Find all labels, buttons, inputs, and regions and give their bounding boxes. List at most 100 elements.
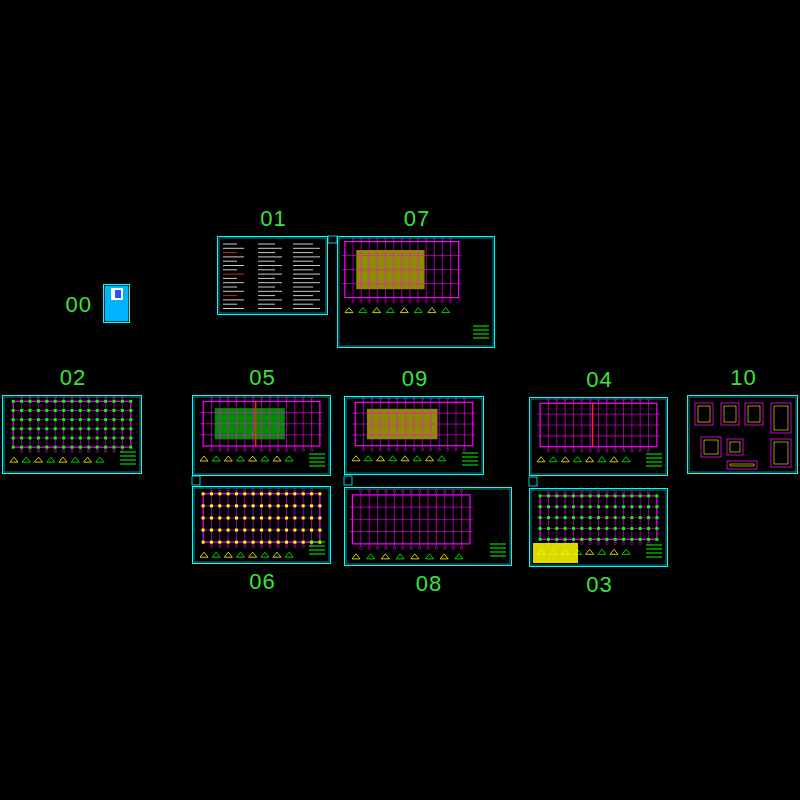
column-mark bbox=[252, 541, 255, 544]
inner-frame bbox=[531, 399, 666, 474]
axis-bubble bbox=[368, 490, 371, 493]
column-mark bbox=[202, 516, 205, 519]
axis-bubble bbox=[393, 490, 396, 493]
column-mark bbox=[87, 418, 90, 421]
axis-bubble bbox=[360, 300, 363, 303]
column-mark bbox=[71, 418, 74, 421]
sheet-number: 03 bbox=[586, 574, 612, 596]
column-mark bbox=[129, 446, 132, 449]
column-mark bbox=[630, 505, 633, 508]
sheet-tab bbox=[529, 477, 537, 486]
grid-axis bbox=[200, 423, 323, 424]
column-mark bbox=[79, 409, 82, 412]
detail-symbol bbox=[413, 456, 421, 461]
axis-bubble bbox=[631, 449, 634, 452]
detail-symbol bbox=[212, 552, 220, 557]
note-lines bbox=[309, 454, 325, 455]
column-mark bbox=[62, 446, 65, 449]
column-mark bbox=[252, 492, 255, 495]
axis-bubble bbox=[622, 398, 625, 401]
inner-frame bbox=[219, 238, 326, 313]
section-detail bbox=[745, 403, 763, 425]
axis-bubble bbox=[564, 398, 567, 401]
axis-bubble bbox=[606, 449, 609, 452]
axis-bubble bbox=[452, 490, 455, 493]
column-mark bbox=[87, 409, 90, 412]
sheet-drawing bbox=[219, 238, 326, 313]
column-mark bbox=[37, 436, 40, 439]
column-mark bbox=[268, 492, 271, 495]
column-mark bbox=[547, 494, 550, 497]
sheet-number: 04 bbox=[586, 369, 612, 391]
column-mark bbox=[310, 516, 313, 519]
axis-bubble bbox=[622, 542, 625, 545]
column-mark bbox=[293, 529, 296, 532]
sheet-drawing bbox=[194, 488, 329, 562]
note-lines bbox=[646, 553, 662, 554]
axis-bubble bbox=[597, 542, 600, 545]
column-mark bbox=[210, 516, 213, 519]
note-lines bbox=[120, 460, 136, 461]
column-mark bbox=[202, 529, 205, 532]
detail-symbol bbox=[426, 456, 434, 461]
column-mark bbox=[614, 494, 617, 497]
column-mark bbox=[54, 436, 57, 439]
column-mark bbox=[639, 516, 642, 519]
note-lines bbox=[120, 464, 136, 465]
column-mark bbox=[210, 492, 213, 495]
grid-axis bbox=[537, 517, 660, 518]
detail-symbol bbox=[440, 554, 448, 559]
column-mark bbox=[260, 516, 263, 519]
column-mark bbox=[580, 505, 583, 508]
axis-bubble bbox=[277, 396, 280, 399]
axis-bubble bbox=[79, 396, 82, 399]
detail-symbol bbox=[573, 457, 581, 462]
sheet-drawing bbox=[531, 490, 666, 565]
column-mark bbox=[302, 541, 305, 544]
column-mark bbox=[235, 541, 238, 544]
axis-bubble bbox=[260, 489, 263, 492]
detail-symbol bbox=[35, 457, 43, 462]
grid-axis bbox=[548, 493, 549, 542]
column-mark bbox=[539, 505, 542, 508]
detail-symbol bbox=[71, 457, 79, 462]
grid-axis bbox=[648, 493, 649, 542]
sheet-number: 02 bbox=[60, 367, 86, 389]
column-mark bbox=[572, 538, 575, 541]
note-text-line bbox=[223, 252, 237, 253]
axis-bubble bbox=[418, 490, 421, 493]
column-mark bbox=[227, 541, 230, 544]
detail-symbol bbox=[428, 308, 436, 313]
axis-bubble bbox=[371, 397, 374, 400]
column-mark bbox=[622, 494, 625, 497]
detail-symbol bbox=[285, 456, 293, 461]
grid-axis bbox=[590, 493, 591, 542]
note-text-line bbox=[293, 256, 320, 257]
sheet-tab bbox=[192, 476, 200, 485]
axis-bubble bbox=[455, 448, 458, 451]
grid-axis bbox=[352, 434, 476, 435]
grid-axis bbox=[537, 414, 660, 415]
column-mark bbox=[87, 400, 90, 403]
column-mark bbox=[20, 436, 23, 439]
note-lines bbox=[473, 334, 489, 335]
grid-axis bbox=[352, 424, 476, 425]
column-mark bbox=[277, 492, 280, 495]
drawing-sheet: 09 bbox=[344, 396, 484, 475]
column-mark bbox=[285, 516, 288, 519]
column-mark bbox=[235, 492, 238, 495]
axis-bubble bbox=[547, 398, 550, 401]
column-mark bbox=[71, 400, 74, 403]
note-text-line bbox=[223, 282, 244, 283]
axis-bubble bbox=[113, 450, 116, 453]
note-text-line bbox=[223, 278, 237, 279]
column-mark bbox=[547, 527, 550, 530]
column-mark bbox=[121, 418, 124, 421]
note-lines bbox=[490, 552, 506, 553]
drawing-sheet: 00 bbox=[103, 284, 130, 323]
column-mark bbox=[71, 436, 74, 439]
axis-bubble bbox=[581, 398, 584, 401]
detail-symbol bbox=[438, 456, 446, 461]
column-mark bbox=[12, 436, 15, 439]
inner-frame bbox=[531, 490, 666, 565]
